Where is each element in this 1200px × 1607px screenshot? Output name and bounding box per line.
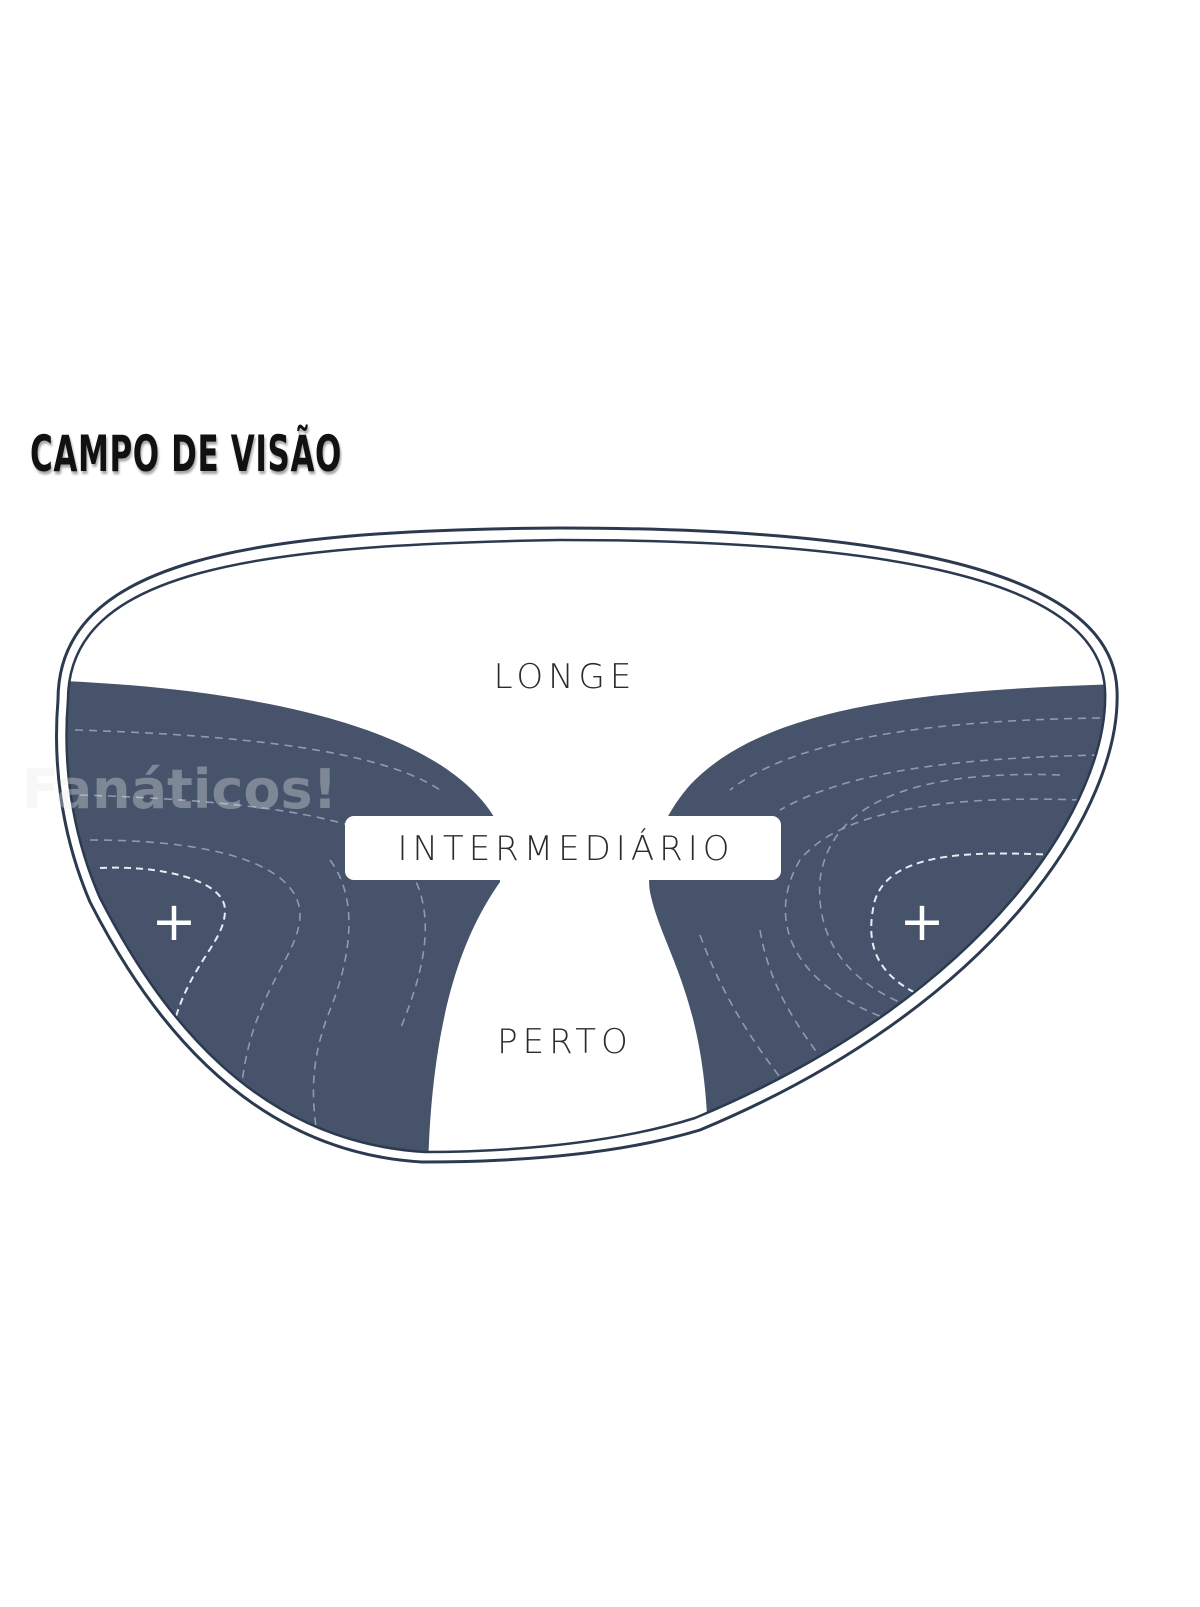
lens-inner-outline — [65, 538, 1107, 1154]
diagram-title: CAMPO DE VISÃO — [30, 425, 343, 483]
watermark: Fanáticos! — [22, 758, 337, 821]
zone-label-far: LONGE — [494, 657, 637, 697]
zone-label-near: PERTO — [497, 1022, 633, 1062]
right-reading-zone-boundary — [870, 852, 1056, 1011]
right-plus-marker-icon: + — [899, 890, 944, 953]
lens-outer-outline — [55, 526, 1119, 1164]
zone-label-intermediate: INTERMEDIÁRIO — [397, 828, 734, 869]
left-reading-zone-boundary — [99, 866, 227, 1041]
intermediate-label-box — [345, 816, 781, 880]
left-plus-marker-icon: + — [151, 890, 196, 953]
